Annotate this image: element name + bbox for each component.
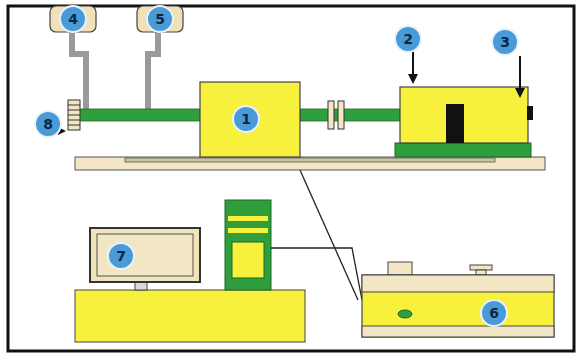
callout-number: 2: [395, 26, 421, 52]
callout-number: 5: [147, 6, 173, 32]
callout-disc: [35, 111, 61, 137]
callout-disc: [492, 29, 518, 55]
callout-disc: [147, 6, 173, 32]
callout-number: 6: [481, 300, 507, 326]
callout-disc: [108, 243, 134, 269]
callout-disc: [481, 300, 507, 326]
callout-number: 3: [492, 29, 518, 55]
callout-disc: [233, 106, 259, 132]
callout-number: 1: [233, 106, 259, 132]
callout-number: 7: [108, 243, 134, 269]
callout-disc: [395, 26, 421, 52]
callout-number: 8: [35, 111, 61, 137]
callout-number: 4: [60, 6, 86, 32]
callout-disc: [60, 6, 86, 32]
